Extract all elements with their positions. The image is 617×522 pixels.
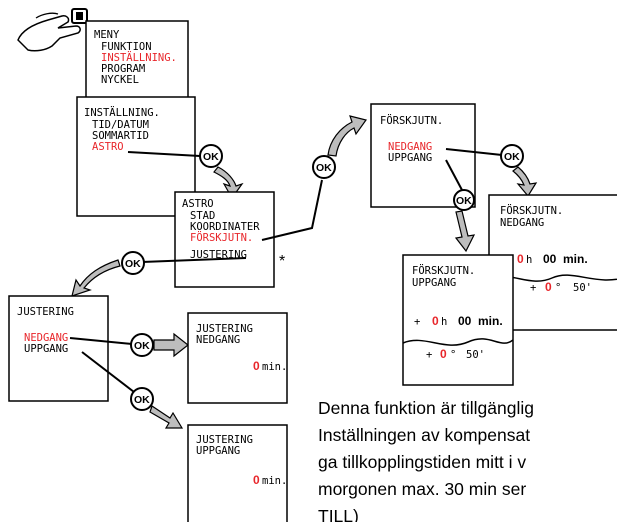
justering-uppgang-screen: JUSTERING UPPGANG 0 min. [187,424,288,522]
svg-text:FÖRSKJUTN.: FÖRSKJUTN. [412,264,475,277]
justering-item-nedgang: NEDGANG [24,332,68,344]
forskjutn-item-nedgang: NEDGANG [388,141,432,153]
menu-item-installning: INSTÄLLNING. [101,51,177,64]
menu-item-program: PROGRAM [101,63,145,75]
svg-text:NEDGANG: NEDGANG [500,217,544,229]
justering-uppgang-unit: min. [262,475,287,487]
svg-text:min.: min. [563,252,588,266]
caption-line-5: TILL) [318,506,359,522]
ok-button[interactable]: OK [199,144,223,168]
astro-title: ASTRO [182,198,214,210]
caption-line-3: ga tillkopplingstiden mitt i v [318,452,526,472]
astro-item-koordinater: KOORDINATER [190,221,260,233]
installning-screen: INSTÄLLNING. TID/DATUM SOMMARTID ASTRO [76,96,196,217]
arrow-down-icon [213,166,244,200]
ok-button[interactable]: OK [130,333,154,357]
arrow-down-icon [512,166,538,198]
svg-text:0: 0 [545,280,552,294]
svg-text:FÖRSKJUTN.: FÖRSKJUTN. [500,204,563,217]
svg-text:UPPGANG: UPPGANG [196,445,240,457]
justering-nedgang-value: 0 [253,359,260,373]
astro-item-stad: STAD [190,210,215,222]
svg-text:min.: min. [478,314,503,328]
installning-title: INSTÄLLNING. [84,106,160,119]
forskjutn-uppgang-screen: FÖRSKJUTN. UPPGANG + 0 h 00 min. + 0 ° 5… [402,254,514,386]
ok-button[interactable]: OK [121,251,145,275]
arrow-right-icon [153,332,189,358]
svg-text:OK: OK [316,162,332,174]
justering-title: JUSTERING [17,306,74,318]
svg-text:OK: OK [456,195,472,207]
caption-text: Denna funktion är tillgänglig Inställnin… [318,398,534,522]
astro-screen: ASTRO STAD KOORDINATER FÖRSKJUTN. JUSTER… [174,191,285,288]
svg-text:0: 0 [432,314,439,328]
svg-text:h: h [441,316,447,328]
svg-text:OK: OK [203,151,219,163]
ok-button[interactable]: OK [500,144,524,168]
svg-text:°: ° [555,282,561,294]
asterisk-note: * [279,253,285,270]
svg-text:00: 00 [543,252,557,266]
installning-item-astro: ASTRO [92,141,124,153]
ok-button[interactable]: OK [453,189,475,211]
svg-text:0: 0 [440,347,447,361]
arrow-up-right-icon [327,115,368,157]
svg-text:JUSTERING: JUSTERING [196,323,253,335]
svg-text:h: h [526,254,532,266]
justering-uppgang-value: 0 [253,473,260,487]
arrow-down-icon [454,210,476,253]
svg-text:50': 50' [573,282,592,294]
svg-text:50': 50' [466,349,485,361]
arrow-down-right-icon [149,405,184,429]
svg-text:NEDGANG: NEDGANG [196,334,240,346]
ok-button[interactable]: OK [312,155,336,179]
menu-screen: MENY FUNKTION INSTÄLLNING. PROGRAM NYCKE… [85,20,189,104]
svg-text:OK: OK [504,151,520,163]
justering-nedgang-unit: min. [262,361,287,373]
justering-nedgang-screen: JUSTERING NEDGANG 0 min. [187,312,288,404]
caption-line-1: Denna funktion är tillgänglig [318,398,534,418]
svg-text:UPPGANG: UPPGANG [412,277,456,289]
forskjutn-item-uppgang: UPPGANG [388,152,432,164]
forskjutn-title: FÖRSKJUTN. [380,114,443,127]
installning-item-tiddatum: TID/DATUM [92,119,149,131]
svg-text:OK: OK [125,258,141,270]
menu-item-funktion: FUNKTION [101,41,152,53]
ok-button[interactable]: OK [130,387,154,411]
caption-line-2: Inställningen av kompensat [318,425,530,445]
arrow-down-left-icon [71,259,121,297]
installning-item-sommartid: SOMMARTID [92,130,149,142]
svg-text:OK: OK [134,340,150,352]
svg-text:00: 00 [458,314,472,328]
caption-line-4: morgonen max. 30 min ser [318,479,526,499]
astro-item-forskjutn: FÖRSKJUTN. [190,231,253,244]
svg-text:OK: OK [134,394,150,406]
svg-text:°: ° [450,349,456,361]
svg-text:+: + [530,282,536,294]
svg-text:JUSTERING: JUSTERING [196,434,253,446]
menu-item-nyckel: NYCKEL [101,74,139,86]
justering-screen: JUSTERING NEDGANG UPPGANG [8,295,109,402]
menu-title: MENY [94,29,120,41]
svg-text:+: + [426,349,432,361]
forskjutn-screen: FÖRSKJUTN. NEDGANG UPPGANG [370,103,476,208]
svg-text:+: + [414,316,420,328]
hand-pressing-button-icon [17,8,88,52]
svg-text:0: 0 [517,252,524,266]
justering-item-uppgang: UPPGANG [24,343,68,355]
